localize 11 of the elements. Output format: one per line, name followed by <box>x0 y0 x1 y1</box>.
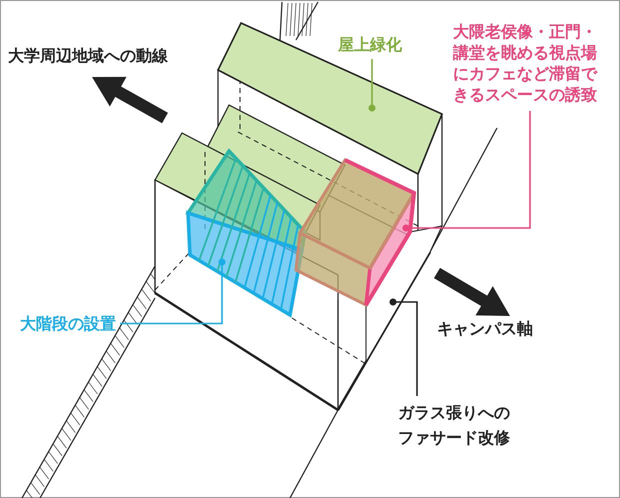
callout-text: 屋上緑化 <box>338 34 402 55</box>
leader-line <box>368 59 376 112</box>
callout-text: 大隈老侯像・正門・講堂を眺める視点場にカフェなど滞留できるスペースの誘致 <box>453 21 603 105</box>
volume-box <box>294 158 416 308</box>
callout-text: 大階段の設置 <box>20 313 116 334</box>
leader-line <box>390 298 418 396</box>
callout-text: ガラス張りへのファサード改修 <box>398 400 516 450</box>
leader-line <box>120 258 226 324</box>
direction-label: 大学周辺地域への動線 <box>8 45 168 66</box>
leader-line <box>402 111 531 232</box>
direction-label: キャンパス軸 <box>437 318 533 339</box>
